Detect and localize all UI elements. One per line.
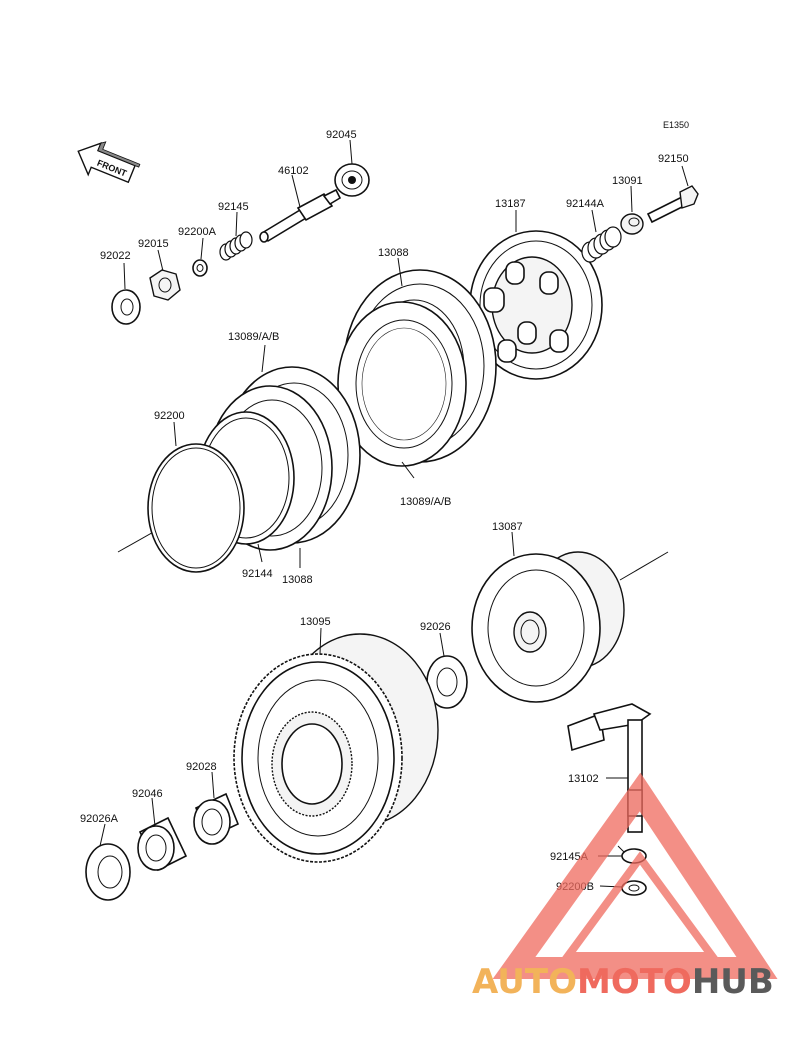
- part-92150-bolt: [646, 165, 699, 224]
- label-92026A: 92026A: [80, 813, 119, 825]
- label-13102: 13102: [568, 773, 599, 785]
- watermark-part-auto: AUTO: [472, 962, 577, 1002]
- label-92200: 92200: [154, 410, 185, 422]
- label-92200A: 92200A: [178, 226, 217, 238]
- label-92145: 92145: [218, 201, 249, 213]
- part-92144A-spring: [581, 209, 622, 263]
- label-92144: 92144: [242, 568, 273, 580]
- label-92045: 92045: [326, 129, 357, 141]
- label-92015: 92015: [138, 238, 169, 250]
- watermark-logo: AUTOMOTOHUB: [472, 962, 774, 1002]
- part-13091-retainer: [620, 185, 644, 235]
- part-13089-steel-plate-upper: [337, 301, 467, 479]
- watermark-part-hub: HUB: [691, 962, 774, 1002]
- part-92145-spring: [219, 211, 253, 261]
- part-92028-sleeve: [193, 771, 240, 845]
- part-92022-washer: [111, 262, 141, 325]
- label-13089-lower: 13089/A/B: [400, 496, 451, 508]
- front-arrow-icon: FRONT: [77, 141, 141, 184]
- label-13089-upper: 13089/A/B: [228, 331, 279, 343]
- part-92046-needle-bearing: [137, 797, 188, 872]
- watermark-triangle-logo: [492, 772, 778, 979]
- part-92045-bearing: [334, 139, 370, 197]
- part-92026A-washer: [85, 823, 131, 901]
- label-92028: 92028: [186, 761, 217, 773]
- label-13088-lower: 13088: [282, 574, 313, 586]
- label-92022: 92022: [100, 250, 131, 262]
- part-92200A-washer: [192, 237, 208, 277]
- label-13187: 13187: [495, 198, 526, 210]
- diagram-code: E1350: [663, 120, 689, 130]
- part-92200-ring: [147, 421, 245, 573]
- label-92046: 92046: [132, 788, 163, 800]
- part-13095-clutch-housing: [233, 627, 439, 863]
- label-92150: 92150: [658, 153, 689, 165]
- part-13187-pressure-plate: [469, 210, 603, 380]
- label-13088-upper: 13088: [378, 247, 409, 259]
- label-13087: 13087: [492, 521, 523, 533]
- label-92026: 92026: [420, 621, 451, 633]
- part-labels: 92045 46102 92145 92200A 92015 92022 131…: [80, 129, 689, 893]
- label-13095: 13095: [300, 616, 331, 628]
- part-13087-clutch-hub: [471, 531, 625, 703]
- part-46102-pushrod: [259, 174, 342, 243]
- watermark-part-moto: MOTO: [576, 962, 692, 1002]
- label-46102: 46102: [278, 165, 309, 177]
- label-13091: 13091: [612, 175, 643, 187]
- part-92015-nut: [149, 249, 181, 301]
- label-92144A: 92144A: [566, 198, 605, 210]
